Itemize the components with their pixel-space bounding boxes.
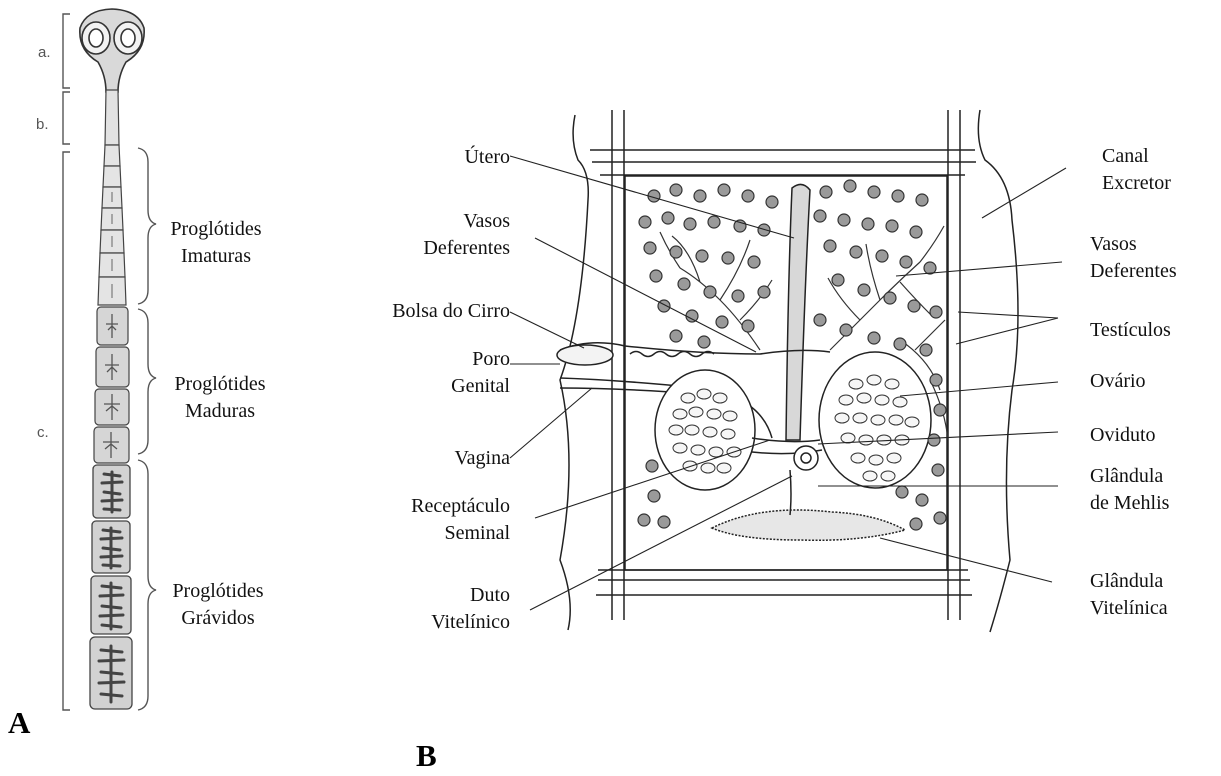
gravid-proglottids xyxy=(90,465,132,709)
label-vagina: Vagina xyxy=(390,445,510,472)
immature-proglottids xyxy=(98,145,126,305)
label-ovary: Ovário xyxy=(1090,368,1220,395)
section-label-b: b. xyxy=(36,116,49,133)
label-cirrus-pouch: Bolsa do Cirro xyxy=(320,298,510,325)
label-uterus: Útero xyxy=(390,144,510,171)
neck xyxy=(105,90,119,145)
proglottid-anatomy xyxy=(557,110,1018,632)
label-testes: Testículos xyxy=(1090,317,1220,344)
section-label-c: c. xyxy=(37,424,49,441)
panel-label-b: B xyxy=(416,738,437,774)
label-oviduct: Oviduto xyxy=(1090,422,1220,449)
scolex xyxy=(80,9,144,92)
section-label-a: a. xyxy=(38,44,51,61)
panel-label-a: A xyxy=(8,705,30,741)
mature-proglottids xyxy=(94,307,129,463)
